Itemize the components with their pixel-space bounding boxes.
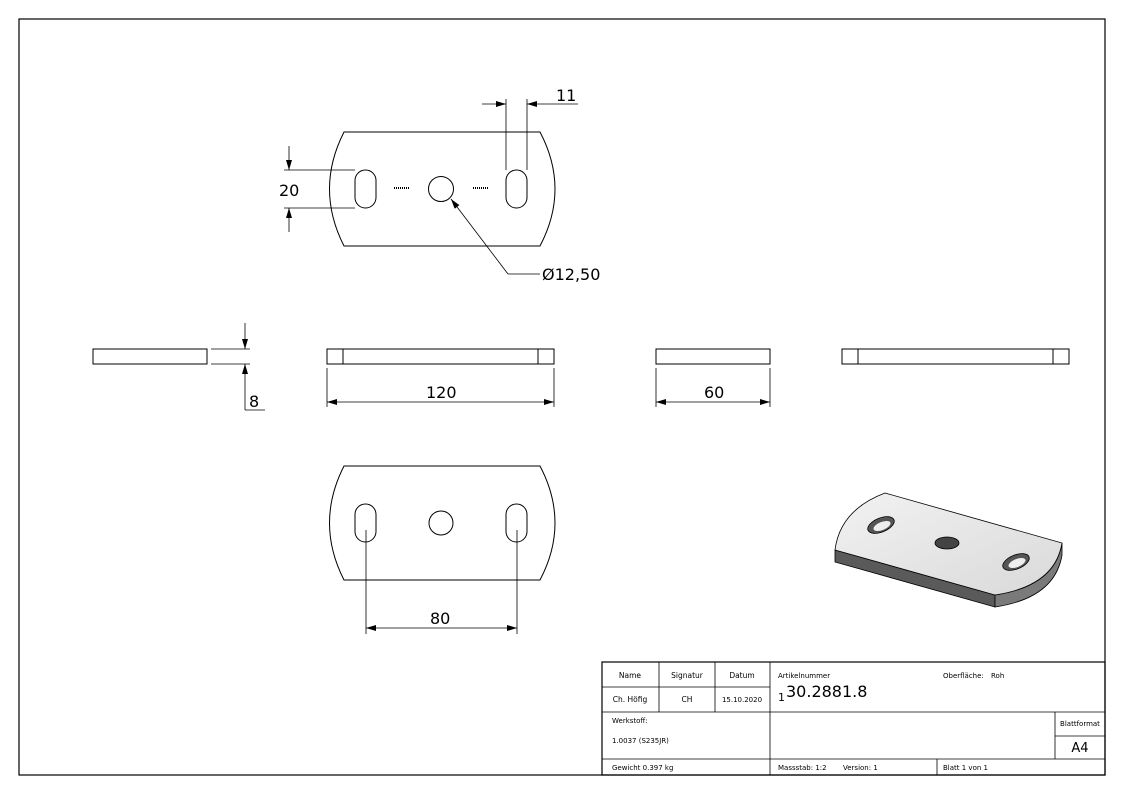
plate-outline-top	[329, 131, 556, 247]
isometric-view	[834, 492, 1063, 608]
back-edge-view	[841, 348, 1070, 365]
side-view-right	[655, 348, 771, 365]
bottom-view	[329, 465, 556, 634]
tb-werkstoff-value: 1.0037 (S235JR)	[612, 737, 669, 745]
tb-blatt: Blatt 1 von 1	[943, 764, 988, 772]
tb-artikelnummer: 30.2881.8	[786, 682, 867, 701]
tb-oberflaeche-value: Roh	[991, 672, 1004, 680]
tb-value-signatur: CH	[682, 695, 693, 704]
center-hole	[428, 510, 454, 536]
dim-text-slot-length: 20	[279, 181, 299, 200]
dim-text-slot-spacing: 80	[430, 609, 450, 628]
tb-blattformat-label: Blattformat	[1060, 720, 1100, 728]
iso-slot-left-inner	[873, 520, 891, 532]
tb-value-datum: 15.10.2020	[722, 696, 762, 704]
front-edge-view	[326, 348, 555, 365]
iso-center-hole	[934, 536, 960, 550]
tb-blattformat-value: A4	[1071, 741, 1088, 756]
slot-right	[505, 169, 528, 209]
tb-header-signatur: Signatur	[671, 671, 704, 680]
tb-header-name: Name	[619, 671, 642, 680]
tb-artikelnummer-label: Artikelnummer	[778, 672, 830, 680]
leader-line	[450, 198, 509, 275]
tb-header-datum: Datum	[729, 671, 754, 680]
iso-slot-right-inner	[1008, 557, 1026, 569]
tb-werkstoff-label: Werkstoff:	[612, 717, 648, 725]
edge-views	[92, 323, 1070, 411]
tb-version: Version: 1	[843, 764, 878, 772]
dim-text-thickness: 8	[249, 392, 259, 411]
center-hole	[428, 176, 454, 202]
dim-text-slot-width: 11	[556, 86, 576, 105]
dim-text-width: 60	[704, 383, 724, 402]
tb-value-name: Ch. Höfig	[613, 695, 648, 704]
tb-artikelnummer-prefix: 1	[778, 691, 785, 704]
slot-right	[505, 503, 528, 543]
tb-gewicht: Gewicht 0.397 kg	[612, 764, 673, 772]
top-view	[284, 99, 578, 275]
sheet-border	[18, 18, 1106, 776]
tb-massstab: Massstab: 1:2	[778, 764, 827, 772]
side-view-left	[92, 348, 208, 365]
title-block-grid	[601, 661, 1106, 776]
plate-outline-bottom	[329, 465, 556, 581]
dim-text-length: 120	[426, 383, 457, 402]
slot-left	[354, 169, 377, 209]
slot-left	[354, 503, 377, 543]
tb-oberflaeche-label: Oberfläche:	[943, 672, 984, 680]
dim-text-hole-diameter: Ø12,50	[542, 265, 600, 284]
